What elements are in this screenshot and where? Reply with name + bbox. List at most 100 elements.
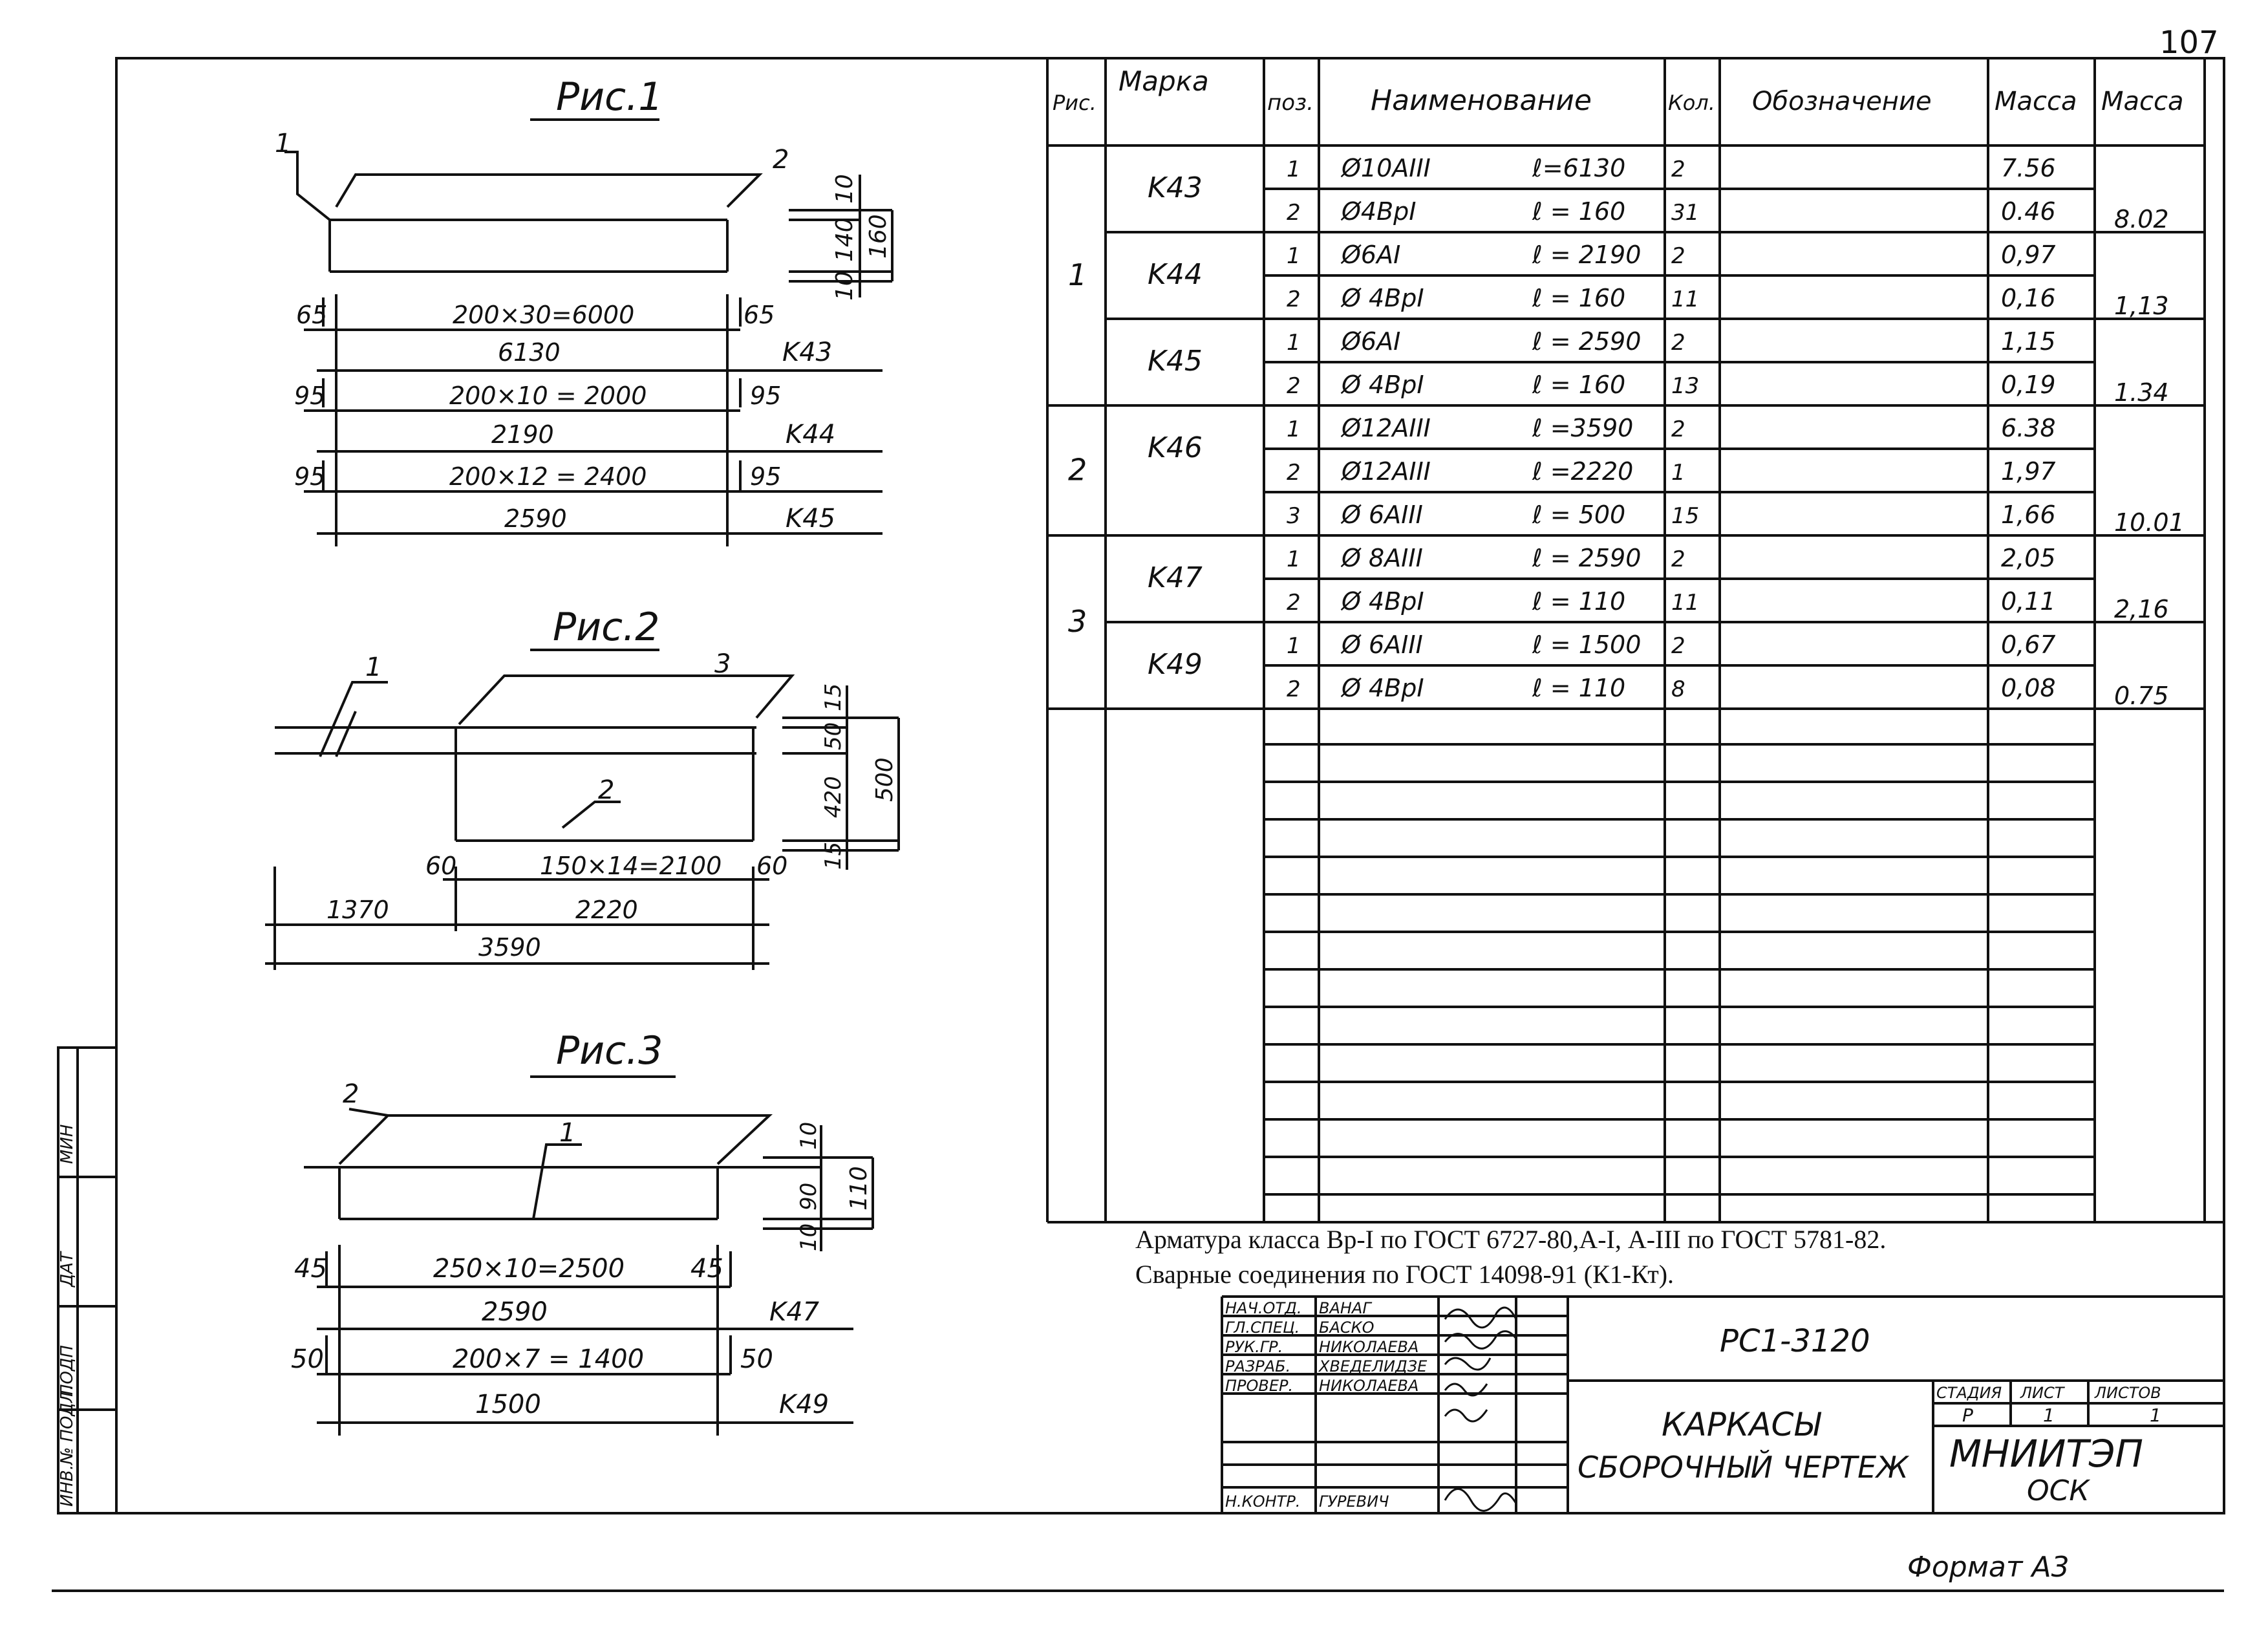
side-stamp-inv: ИНВ.№ ПОДЛ. — [58, 1385, 77, 1507]
fig1-k43-formula: 200×30=6000 — [453, 301, 634, 329]
cell-len: ℓ=6130 — [1532, 154, 1625, 182]
cell-name: Ø 4BpI — [1340, 587, 1424, 616]
fig1-k44-left: 95 — [294, 382, 325, 410]
fig1-vdim-mid: 140 — [831, 217, 858, 262]
cell-name: Ø 4BpI — [1340, 284, 1424, 312]
cell-qty: 11 — [1671, 286, 1699, 312]
fig3-k49-right: 50 — [740, 1344, 773, 1374]
cell-len: ℓ = 160 — [1532, 284, 1625, 312]
fig1-k45-right: 95 — [750, 462, 781, 491]
fig2-pos-1: 1 — [365, 652, 381, 682]
fig2-d2: 2220 — [575, 896, 638, 924]
fig1-k43-mark: K43 — [782, 338, 832, 367]
notes: Арматура класса Вр-I по ГОСТ 6727-80,А-I… — [1135, 1222, 1886, 1292]
cell-len: ℓ = 2590 — [1532, 544, 1641, 572]
side-stamp-sign: ПОДП — [58, 1345, 77, 1397]
fig3-k47-mark: K47 — [769, 1297, 820, 1327]
cell-name: Ø 4BpI — [1340, 371, 1424, 399]
cell-len: ℓ = 1500 — [1532, 630, 1641, 659]
cell-mark: K43 — [1148, 171, 1203, 204]
tb-name: ГУРЕВИЧ — [1319, 1492, 1389, 1511]
cell-mass: 1,97 — [2001, 457, 2056, 486]
cell-qty: 8 — [1671, 676, 1685, 702]
fig3-k47-total: 2590 — [482, 1297, 548, 1327]
cell-mass: 2,05 — [2001, 544, 2056, 572]
side-stamp-date: ДАТ — [58, 1251, 77, 1288]
cell-len: ℓ = 500 — [1532, 501, 1625, 529]
cell-pos: 2 — [1287, 590, 1301, 616]
tb-name: ХВЕДЕЛИДЗЕ — [1318, 1357, 1428, 1375]
cell-name: Ø 6AIII — [1340, 501, 1423, 529]
figure-3: Рис.3 2 1 10 90 10 110 45 250×10=2500 45 — [291, 1028, 874, 1436]
cell-mass: 0,16 — [2001, 284, 2056, 312]
cell-fig: 2 — [1068, 453, 1087, 488]
fig1-k43-left: 65 — [296, 301, 327, 329]
sheet-frame — [115, 57, 2225, 1514]
tb-sheets: 1 — [2150, 1405, 2161, 1426]
cell-qty: 15 — [1671, 503, 1699, 529]
cell-len: ℓ =2220 — [1532, 457, 1633, 486]
fig1-pos-2: 2 — [773, 145, 789, 175]
th-name: Наименование — [1371, 84, 1592, 117]
page-number: 107 — [2159, 25, 2219, 61]
cell-fig: 3 — [1068, 604, 1087, 639]
fig1-vdim-total: 160 — [865, 214, 892, 259]
tb-role: ПРОВЕР. — [1225, 1377, 1293, 1395]
title-block: НАЧ.ОТД.ВАНАГГЛ.СПЕЦ.БАСКОРУК.ГР.НИКОЛАЕ… — [1221, 1295, 2224, 1513]
cell-pos: 2 — [1287, 460, 1301, 486]
fig3-k49-total: 1500 — [475, 1390, 541, 1419]
tb-code: РС1-3120 — [1720, 1323, 1870, 1359]
format-label: Формат А3 — [1907, 1551, 2070, 1584]
cell-total: 0.75 — [2114, 682, 2169, 710]
cell-mass: 1,66 — [2001, 501, 2056, 529]
fig3-k49-mark: K49 — [779, 1390, 829, 1419]
fig3-pos-1: 1 — [559, 1118, 575, 1148]
cell-qty: 2 — [1671, 156, 1685, 182]
cell-qty: 13 — [1671, 373, 1699, 399]
note-2: Сварные соединения по ГОСТ 14098-91 (К1-… — [1135, 1260, 1674, 1289]
cell-len: ℓ = 2190 — [1532, 241, 1641, 269]
tb-role: НАЧ.ОТД. — [1225, 1299, 1301, 1317]
tb-org1: МНИИТЭП — [1949, 1432, 2143, 1476]
spec-table: Рис. Марка поз. Наименование Кол. Обозна… — [1046, 58, 2224, 1223]
fig3-vdim-total: 110 — [846, 1166, 872, 1211]
cell-pos: 1 — [1287, 156, 1301, 182]
cell-pos: 1 — [1287, 330, 1301, 356]
cell-total: 1.34 — [2114, 378, 2169, 407]
fig1-vdim-bot: 10 — [831, 271, 858, 301]
fig1-vdim-top: 10 — [831, 174, 858, 204]
side-stamp-min: МИН — [58, 1125, 77, 1164]
cell-qty: 2 — [1671, 633, 1685, 659]
cell-pos: 1 — [1287, 633, 1301, 659]
cell-total: 8.02 — [2114, 205, 2169, 233]
cell-len: ℓ = 160 — [1532, 371, 1625, 399]
cell-name: Ø12AIII — [1340, 414, 1431, 442]
signatures — [1444, 1306, 1517, 1512]
cell-qty: 11 — [1671, 590, 1699, 616]
tb-role: Н.КОНТР. — [1225, 1492, 1300, 1511]
tb-sheet: 1 — [2043, 1405, 2055, 1426]
cell-pos: 3 — [1287, 503, 1301, 529]
cell-name: Ø 6AIII — [1340, 630, 1423, 659]
cell-name: Ø 8AIII — [1340, 544, 1423, 572]
th-mark: Марка — [1118, 65, 1209, 97]
cell-len: ℓ = 2590 — [1532, 327, 1641, 356]
fig3-k47-formula: 250×10=2500 — [433, 1254, 625, 1284]
cell-total: 1,13 — [2114, 292, 2169, 320]
cell-pos: 2 — [1287, 373, 1301, 399]
cell-mark: K47 — [1148, 561, 1203, 594]
tb-stage: Р — [1962, 1405, 1973, 1426]
cell-pos: 2 — [1287, 676, 1301, 702]
tb-name: НИКОЛАЕВА — [1319, 1377, 1418, 1395]
cell-pos: 1 — [1287, 546, 1301, 572]
cell-mass: 0.46 — [2001, 197, 2056, 226]
